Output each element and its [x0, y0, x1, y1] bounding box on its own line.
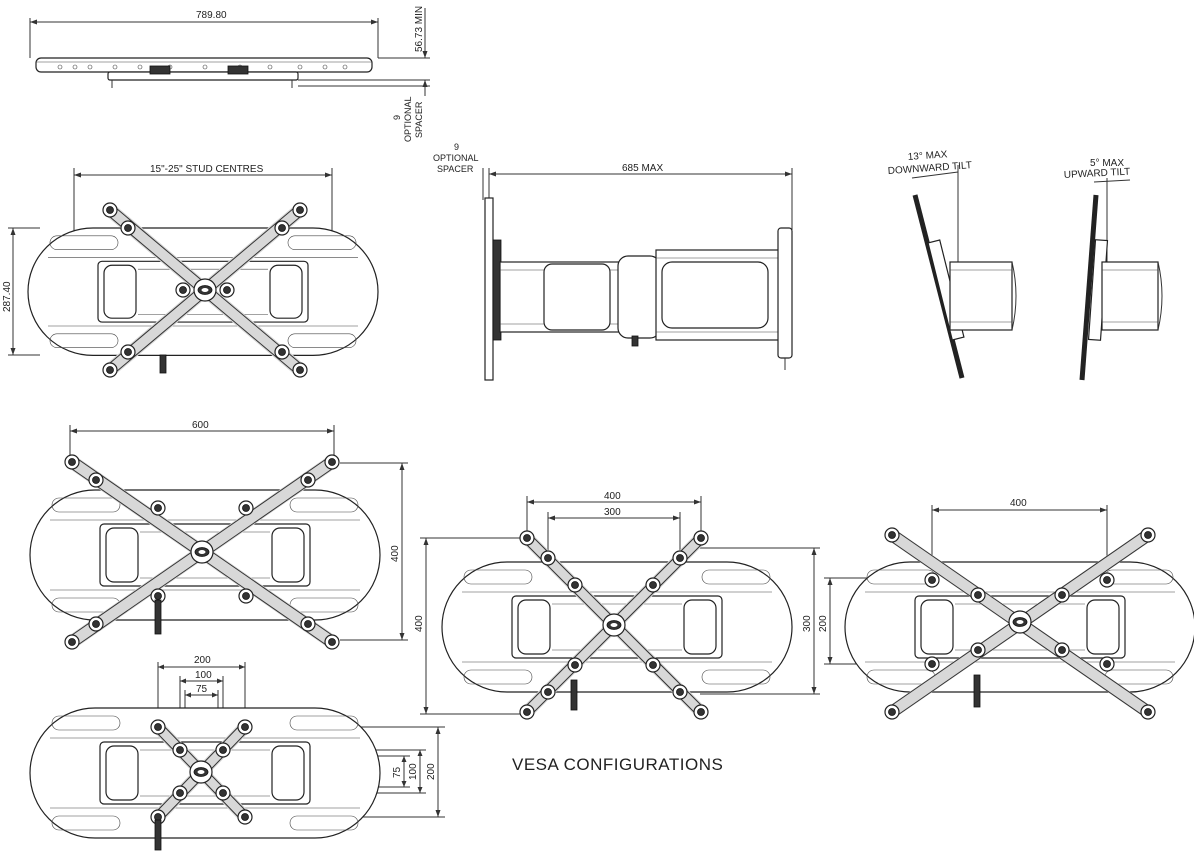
top-spacer-label-2: OPTIONAL [403, 96, 413, 142]
side-spacer-label-1: 9 [454, 142, 459, 152]
vesa-400-height-outer: 400 [414, 615, 425, 632]
tilt-up-view: 5° MAX UPWARD TILT [1064, 158, 1163, 381]
vesa-400x200-view: 400 200 [818, 498, 1194, 720]
top-spacer-label-3: SPACER [414, 101, 424, 138]
tilt-down-view: 13° MAX DOWNWARD TILT [887, 149, 1017, 379]
vesa-200-width: 200 [194, 655, 211, 666]
vesa-600-width-label: 600 [192, 420, 209, 431]
vesa-600x400-view: 600 400 [29, 420, 408, 650]
vesa-small-view: 200 100 75 200 100 75 [29, 655, 445, 851]
vesa-200-height: 200 [426, 763, 437, 780]
vesa-configurations-caption: VESA CONFIGURATIONS [512, 755, 723, 774]
stud-centres-label: 15"-25" STUD CENTRES [150, 164, 264, 175]
tilt-down-line2: DOWNWARD TILT [887, 160, 972, 177]
top-spacer-label-1: 9 [392, 115, 402, 120]
side-spacer-label-2: OPTIONAL [433, 153, 479, 163]
tilt-up-line2: UPWARD TILT [1064, 167, 1131, 181]
vesa-400x200-width: 400 [1010, 498, 1027, 509]
extension-label: 685 MAX [622, 163, 663, 174]
side-view: 9 OPTIONAL SPACER 685 MAX [433, 142, 793, 381]
side-spacer-label-3: SPACER [437, 164, 474, 174]
vesa-75-height: 75 [392, 766, 403, 778]
vesa-300-height-inner: 300 [802, 615, 813, 632]
vesa-600-height-label: 400 [390, 545, 401, 562]
tilt-up-line1: 5° MAX [1090, 158, 1124, 169]
vesa-400x200-height: 200 [818, 615, 829, 632]
front-height-label: 287.40 [2, 281, 13, 312]
top-view: 789.80 56.73 MIN 9 OPTIONAL SPACER [29, 6, 430, 142]
vesa-400x400-view: 400 300 400 300 [414, 491, 820, 720]
front-view: 15"-25" STUD CENTRES 287.40 [2, 164, 379, 378]
vesa-100-height: 100 [408, 763, 419, 780]
front-x-bracket [102, 202, 308, 378]
top-width-label: 789.80 [196, 10, 227, 21]
vesa-300-width-inner: 300 [604, 507, 621, 518]
vesa-75-width: 75 [196, 684, 208, 695]
vesa-100-width: 100 [195, 670, 212, 681]
vesa-400-width-outer: 400 [604, 491, 621, 502]
tilt-down-line1: 13° MAX [907, 149, 948, 163]
top-depth-label: 56.73 MIN [414, 6, 425, 52]
